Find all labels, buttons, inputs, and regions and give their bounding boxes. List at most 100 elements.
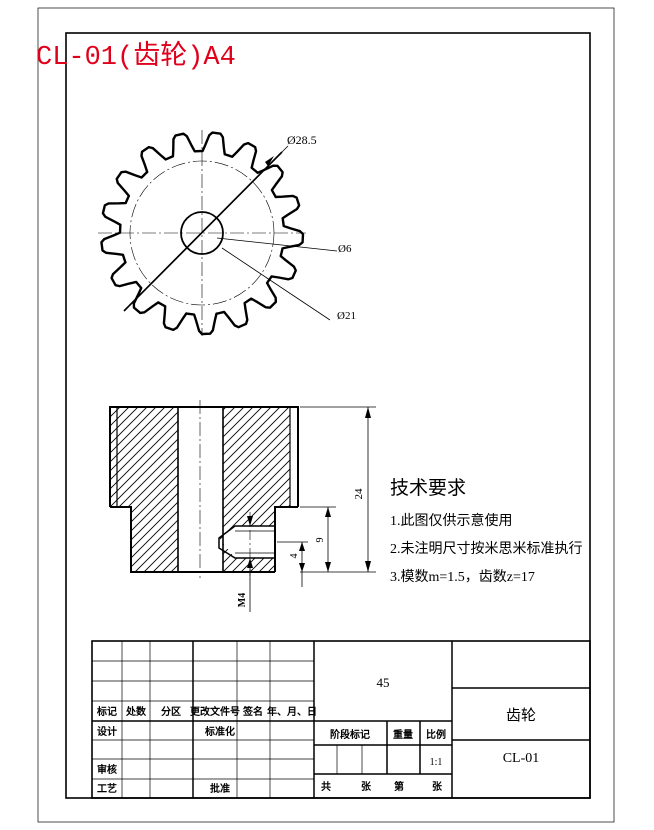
hatch-line bbox=[110, 407, 128, 572]
hatch-line bbox=[110, 407, 137, 572]
hatch-line bbox=[144, 407, 178, 572]
hatch-line bbox=[219, 407, 290, 572]
arrow-head bbox=[299, 563, 305, 572]
title-block-frame bbox=[91, 640, 591, 799]
hatch-line bbox=[110, 407, 146, 572]
section-outline bbox=[109, 406, 299, 507]
approve-label: 批准 bbox=[210, 782, 230, 795]
arrow-head bbox=[299, 542, 305, 551]
design-label: 设计 bbox=[97, 725, 117, 738]
arrow-head bbox=[325, 507, 331, 517]
stage-label: 阶段标记 bbox=[330, 728, 370, 741]
part-name: 齿轮 bbox=[506, 707, 536, 724]
hatch-line bbox=[110, 407, 178, 572]
tech-req-item-3: 3.模数m=1.5，齿数z=17 bbox=[390, 569, 535, 585]
hatch-line bbox=[219, 407, 290, 572]
hatch-line bbox=[110, 407, 178, 572]
tech-req-item-1: 1.此图仅供示意使用 bbox=[390, 512, 513, 529]
tech-req-heading: 技术要求 bbox=[390, 477, 466, 499]
arrow-head bbox=[365, 561, 371, 572]
sheets-total-label: 共 bbox=[321, 780, 331, 793]
section-outline bbox=[110, 506, 275, 573]
leader-line bbox=[281, 145, 289, 153]
hatch-line bbox=[219, 407, 290, 572]
arrow-head bbox=[247, 558, 253, 568]
hatch-line bbox=[110, 407, 178, 572]
hatch-line bbox=[126, 407, 178, 572]
hatch-line bbox=[110, 407, 178, 572]
hatch-line bbox=[0, 400, 100, 580]
hatch-line bbox=[110, 407, 178, 572]
threaded-hole bbox=[218, 525, 275, 559]
hatch-line bbox=[190, 400, 370, 580]
hatch-line bbox=[110, 407, 178, 572]
rev-header-zone: 分区 bbox=[161, 705, 181, 718]
tech-requirements: 技术要求 1.此图仅供示意使用 2.未注明尺寸按米思米标准执行 3.模数m=1.… bbox=[390, 477, 583, 585]
rev-header-mark: 标记 bbox=[96, 705, 117, 718]
hatch-line bbox=[219, 407, 290, 572]
dim-text-height: 24 bbox=[353, 488, 365, 500]
title-block: 标记 处数 分区 更改文件号 签名 年、月、日 设计 标准化 审核 工艺 批准 … bbox=[91, 640, 591, 799]
hatch-line bbox=[219, 407, 290, 572]
hatch-line bbox=[110, 407, 155, 572]
drawing-number: CL-01 bbox=[503, 751, 540, 766]
hatch-line bbox=[219, 407, 243, 572]
hatch-line bbox=[0, 400, 109, 580]
gear-tooth-profile bbox=[100, 131, 305, 336]
standardize-label: 标准化 bbox=[204, 725, 235, 738]
arrow-head bbox=[265, 156, 274, 166]
hatch-line bbox=[219, 407, 290, 572]
rev-header-date: 年、月、日 bbox=[267, 705, 317, 718]
dim-line-outer-diameter bbox=[123, 151, 283, 312]
gear-front-view: Ø28.5 Ø6 Ø21 bbox=[98, 130, 356, 336]
hatch-line bbox=[110, 407, 173, 572]
hatch-line bbox=[110, 407, 178, 572]
sheets-unit-label: 张 bbox=[361, 780, 372, 793]
tech-req-item-2: 2.未注明尺寸按米思米标准执行 bbox=[390, 541, 583, 557]
scale-value: 1:1 bbox=[430, 757, 443, 768]
hatch-line bbox=[110, 407, 178, 572]
hatch-line bbox=[110, 407, 119, 572]
dim-text-thread: M4 bbox=[237, 593, 248, 607]
inner-frame bbox=[65, 32, 591, 799]
dim-text-pitch: Ø21 bbox=[337, 310, 356, 322]
scale-label: 比例 bbox=[426, 728, 446, 741]
hatch-line bbox=[219, 407, 290, 572]
leader-line-bore bbox=[216, 237, 338, 252]
rev-header-count: 处数 bbox=[125, 705, 147, 718]
hatch-line bbox=[110, 407, 178, 572]
hub-step bbox=[274, 506, 298, 572]
dim-text-hub: 9 bbox=[315, 538, 326, 543]
hatch-line bbox=[35, 400, 215, 580]
arrow-head bbox=[247, 516, 253, 526]
hatch-line bbox=[110, 407, 164, 572]
drawing-title: CL-01(齿轮)A4 bbox=[36, 40, 236, 73]
weight-label: 重量 bbox=[393, 728, 413, 741]
hatch-line bbox=[219, 407, 290, 572]
dim-text-step: 4 bbox=[289, 554, 300, 559]
outer-border bbox=[37, 7, 615, 823]
hatch-line bbox=[219, 407, 225, 572]
material-value: 45 bbox=[377, 675, 390, 690]
hatch-line bbox=[219, 407, 261, 572]
arrow-head bbox=[325, 562, 331, 572]
hatch-region bbox=[0, 400, 370, 580]
hatch-line bbox=[117, 407, 178, 572]
process-label: 工艺 bbox=[97, 782, 117, 795]
sheet-number-label: 第 bbox=[394, 780, 404, 793]
hatch-line bbox=[110, 407, 178, 572]
hatch-line bbox=[135, 407, 178, 572]
review-label: 审核 bbox=[97, 763, 117, 776]
dim-text-outer: Ø28.5 bbox=[287, 133, 317, 147]
rev-header-doc: 更改文件号 bbox=[190, 705, 240, 718]
sheet-unit-label: 张 bbox=[432, 780, 443, 793]
hatch-line bbox=[219, 407, 270, 572]
hatch-line bbox=[219, 407, 234, 572]
hatch-line bbox=[219, 407, 288, 572]
hatch-line bbox=[219, 407, 290, 572]
rev-header-sign: 签名 bbox=[242, 705, 263, 718]
hatch-line bbox=[219, 407, 290, 572]
arrow-head bbox=[365, 407, 371, 418]
